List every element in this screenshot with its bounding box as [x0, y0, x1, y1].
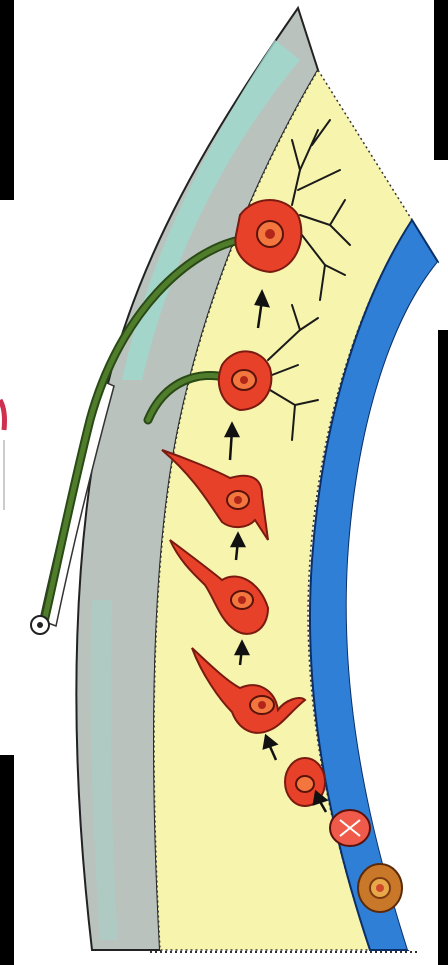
neuron-stage-8-mitotic: [358, 864, 402, 912]
frame-block-bottom-left: [0, 755, 14, 965]
neighbor-fragment: [0, 400, 5, 430]
neuron-stage-7-dividing: [330, 810, 370, 846]
frame-block-top-right: [434, 0, 448, 160]
neuron-stage-1: [235, 200, 301, 272]
frame-block-right-mid: [438, 330, 448, 965]
axon-terminal-dot: [37, 622, 43, 628]
frame-block-top-left: [0, 0, 14, 200]
neuron-stage-2: [219, 351, 271, 410]
